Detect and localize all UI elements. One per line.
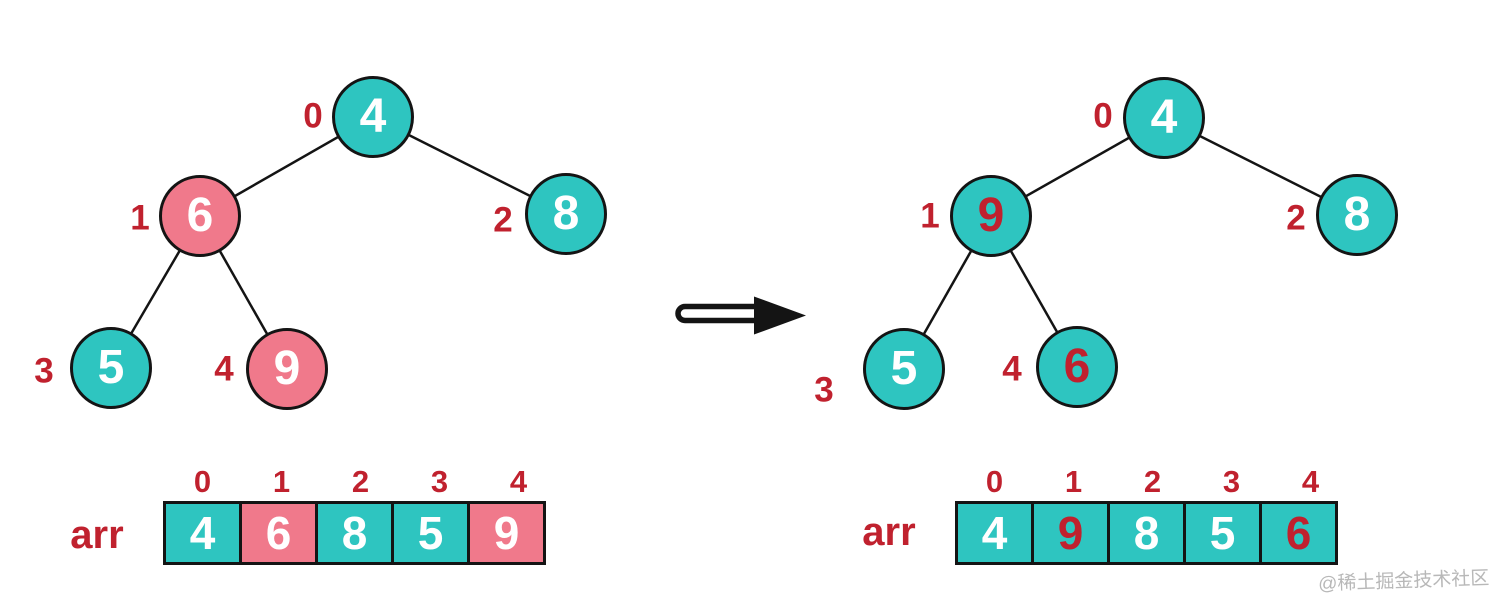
tree-node: 6: [159, 175, 241, 257]
array-cell-value: 5: [1209, 507, 1236, 559]
node-value: 8: [552, 187, 580, 240]
node-index-label: 0: [1093, 96, 1113, 136]
node-index-label: 4: [214, 349, 234, 389]
node-index-label: 1: [130, 198, 150, 238]
array-cell: 5: [1183, 501, 1262, 565]
array-cell-row: 4 9 8 5 6: [955, 501, 1350, 565]
array-cell: 8: [315, 501, 394, 565]
node-value: 5: [97, 341, 125, 394]
tree-node: 9: [246, 328, 328, 410]
array-cell: 8: [1107, 501, 1186, 565]
node-value: 9: [977, 189, 1005, 242]
node-value: 6: [1063, 340, 1091, 393]
array-index-label: 2: [351, 464, 370, 499]
tree-node: 9: [950, 175, 1032, 257]
array-cell-value: 5: [417, 507, 444, 559]
tree-node: 4: [332, 76, 414, 158]
array-index-label: 0: [193, 464, 212, 499]
array-index-label: 4: [1301, 464, 1320, 499]
node-index-label: 2: [493, 200, 513, 240]
array-cell-value: 4: [189, 507, 216, 559]
array-cell-value: 8: [341, 507, 368, 559]
array-before: 0 1 2 3 4 4 6 8 5 9: [163, 466, 558, 565]
tree-node: 5: [863, 328, 945, 410]
array-cell-value: 6: [265, 507, 292, 559]
node-value: 6: [186, 189, 214, 242]
array-cell-value: 8: [1133, 507, 1160, 559]
node-value: 9: [273, 342, 301, 395]
array-index-label: 3: [430, 464, 449, 499]
array-cell: 6: [239, 501, 318, 565]
array-index-row: 0 1 2 3 4: [955, 466, 1350, 498]
node-index-label: 1: [920, 196, 940, 236]
tree-node: 8: [1316, 174, 1398, 256]
array-cell-value: 9: [1057, 507, 1084, 559]
tree-node: 5: [70, 327, 152, 409]
node-index-label: 0: [303, 96, 323, 136]
node-value: 4: [1150, 91, 1178, 144]
array-after: 0 1 2 3 4 4 9 8 5 6: [955, 466, 1350, 565]
array-index-label: 0: [985, 464, 1004, 499]
array-index-label: 1: [1064, 464, 1083, 499]
array-cell-row: 4 6 8 5 9: [163, 501, 558, 565]
tree-node: 6: [1036, 326, 1118, 408]
right-arrow-icon: [675, 296, 806, 335]
array-index-label: 3: [1222, 464, 1241, 499]
array-cell: 9: [467, 501, 546, 565]
node-index-label: 4: [1002, 349, 1022, 389]
array-cell: 6: [1259, 501, 1338, 565]
array-index-label: 4: [509, 464, 528, 499]
array-index-row: 0 1 2 3 4: [163, 466, 558, 498]
array-cell: 4: [163, 501, 242, 565]
node-value: 5: [890, 342, 918, 395]
array-label: arr: [70, 513, 124, 557]
array-cell-value: 6: [1285, 507, 1312, 559]
array-cell: 5: [391, 501, 470, 565]
array-label: arr: [862, 510, 916, 554]
array-index-label: 1: [272, 464, 291, 499]
array-cell-value: 4: [981, 507, 1008, 559]
node-index-label: 3: [34, 351, 54, 391]
node-index-label: 3: [814, 370, 834, 410]
tree-node: 8: [525, 173, 607, 255]
array-cell-value: 9: [493, 507, 520, 559]
node-index-label: 2: [1286, 198, 1306, 238]
array-cell: 4: [955, 501, 1034, 565]
tree-node: 4: [1123, 77, 1205, 159]
array-cell: 9: [1031, 501, 1110, 565]
node-value: 8: [1343, 188, 1371, 241]
node-value: 4: [359, 90, 387, 143]
array-index-label: 2: [1143, 464, 1162, 499]
